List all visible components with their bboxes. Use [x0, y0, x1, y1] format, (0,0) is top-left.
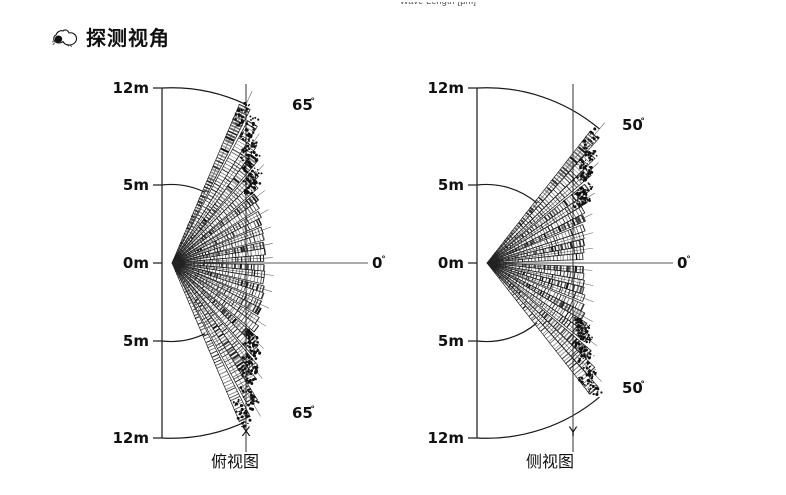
beam-pattern	[486, 122, 606, 396]
degree-symbol: °	[310, 97, 315, 107]
range-arc	[476, 183, 538, 204]
radial-tick-label: 12m	[427, 79, 464, 97]
top-cutoff-caption-text: Wave Length [μm]	[399, 0, 477, 6]
radial-tick-label: 5m	[123, 176, 149, 194]
range-arc	[476, 396, 600, 439]
radial-tick-label: 5m	[438, 176, 464, 194]
upper-angle-label: 50	[622, 116, 643, 134]
range-arc	[161, 183, 206, 193]
figure-caption-top-view: 俯视图	[210, 452, 259, 471]
beam-pattern	[171, 91, 274, 428]
range-arc	[161, 87, 247, 105]
zero-angle-label: 0	[372, 254, 382, 272]
cloud-icon	[52, 28, 78, 48]
degree-symbol: °	[686, 255, 691, 265]
radial-tick-label: 12m	[112, 429, 149, 447]
lower-angle-label: 50	[622, 379, 643, 397]
radial-tick-label: 0m	[438, 254, 464, 272]
radial-tick-label: 5m	[123, 332, 149, 350]
upper-angle-label: 65	[292, 96, 313, 114]
range-arc	[476, 87, 600, 130]
axis-letter-x: X	[241, 423, 251, 439]
section-heading: 探测视角	[52, 28, 170, 48]
degree-symbol: °	[381, 255, 386, 265]
degree-symbol: °	[640, 117, 645, 127]
radial-tick-label: 5m	[438, 332, 464, 350]
axis-letter-y: Y	[568, 423, 578, 439]
range-arc	[476, 322, 538, 343]
radial-tick-label: 12m	[427, 429, 464, 447]
radial-tick-label: 12m	[112, 79, 149, 97]
lower-angle-label: 65	[292, 404, 313, 422]
page-title: 探测视角	[86, 26, 170, 50]
degree-symbol: °	[640, 380, 645, 390]
radial-tick-label: 0m	[123, 254, 149, 272]
top-cutoff-caption: Wave Length [μm]	[0, 0, 786, 6]
degree-symbol: °	[310, 405, 315, 415]
zero-angle-label: 0	[677, 254, 687, 272]
range-arc	[161, 333, 206, 343]
range-arc	[161, 421, 247, 439]
figure-caption-side-view: 侧视图	[525, 452, 574, 471]
